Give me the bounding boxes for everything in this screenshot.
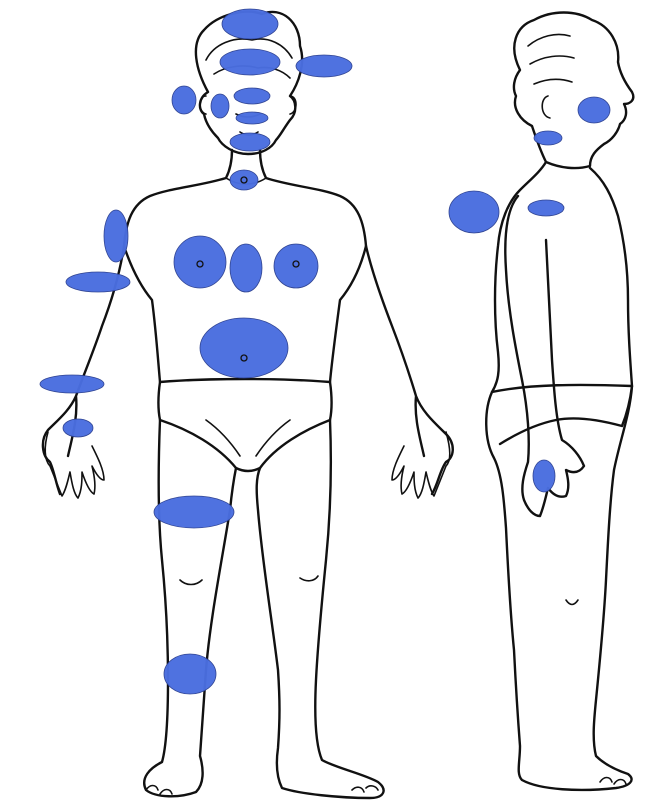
marker-left-thigh[interactable]	[154, 496, 234, 528]
front-underwear-outline	[159, 382, 332, 471]
marker-left-elbow[interactable]	[66, 272, 130, 292]
marker-side-cheek[interactable]	[578, 97, 610, 123]
marker-side-hand[interactable]	[533, 460, 555, 492]
marker-chest-right[interactable]	[274, 244, 318, 288]
marker-abdomen[interactable]	[200, 318, 288, 378]
marker-mouth[interactable]	[236, 112, 268, 124]
marker-chin[interactable]	[230, 133, 270, 151]
marker-head-top[interactable]	[222, 9, 278, 39]
front-toes	[146, 786, 378, 795]
side-head-outline	[514, 13, 633, 169]
side-toes	[600, 778, 626, 785]
side-knee-lines	[566, 600, 578, 605]
front-torso-outline	[43, 150, 366, 494]
marker-side-back-shoulder[interactable]	[449, 191, 499, 233]
side-ear	[542, 96, 550, 118]
marker-left-upper-arm[interactable]	[104, 210, 128, 262]
marker-left-eye-area[interactable]	[211, 94, 229, 118]
front-hand-left	[45, 432, 104, 498]
front-leg-left	[144, 420, 236, 796]
marker-left-shin[interactable]	[164, 654, 216, 694]
marker-side-neck[interactable]	[534, 131, 562, 145]
marker-sternum[interactable]	[230, 244, 262, 292]
side-hair-lines	[528, 34, 574, 84]
front-leg-right	[257, 420, 384, 798]
side-body-figure	[486, 13, 633, 790]
side-underwear-outline	[492, 385, 632, 444]
marker-nose[interactable]	[234, 88, 270, 104]
marker-left-cheek[interactable]	[172, 86, 196, 114]
front-knee-lines	[180, 576, 318, 585]
marker-forehead[interactable]	[220, 49, 280, 75]
front-arm-right	[366, 246, 453, 494]
marker-throat[interactable]	[230, 170, 258, 190]
marker-right-ear-extended[interactable]	[296, 55, 352, 77]
marker-side-upper-arm[interactable]	[528, 200, 564, 216]
marker-chest-left[interactable]	[174, 236, 226, 288]
marker-left-wrist[interactable]	[63, 419, 93, 437]
side-torso-outline	[486, 162, 632, 790]
marker-layer	[40, 9, 610, 694]
marker-left-forearm[interactable]	[40, 375, 104, 393]
front-body-figure	[43, 12, 453, 798]
